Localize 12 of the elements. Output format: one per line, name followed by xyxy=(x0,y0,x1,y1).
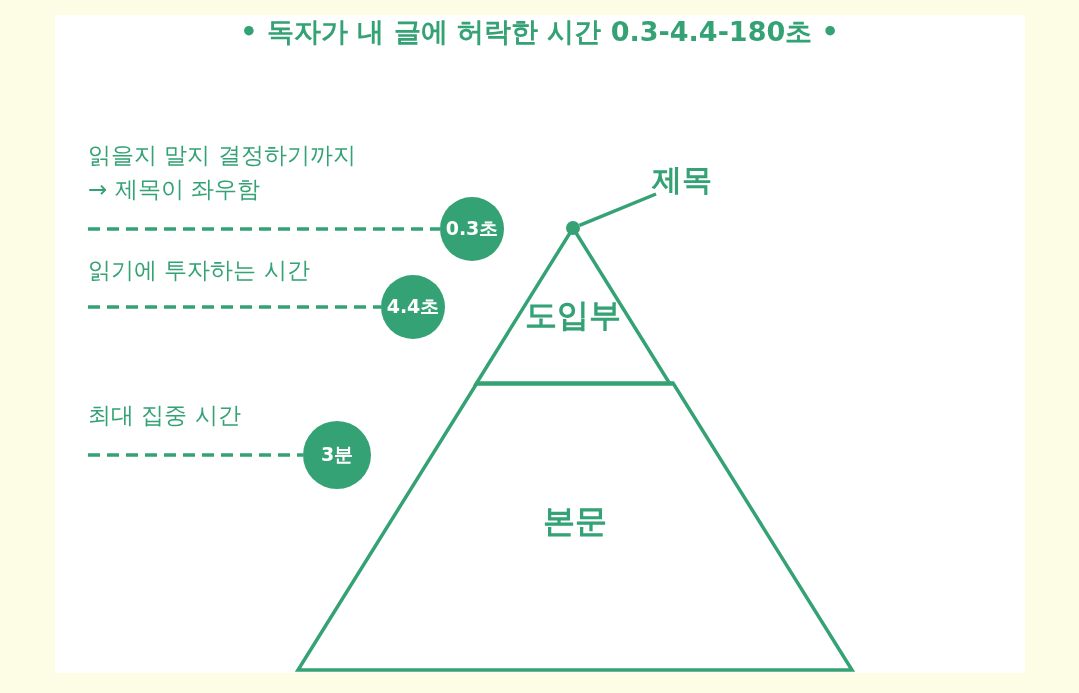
section-label: 도입부 xyxy=(524,295,622,336)
title: • 독자가 내 글에 허락한 시간 0.3-4.4-180초 • xyxy=(239,15,840,49)
section-label: 본문 xyxy=(542,501,608,542)
time-caption: 읽을지 말지 결정하기까지 → 제목이 좌우함 xyxy=(88,141,357,204)
dashed-guide-line xyxy=(88,453,303,457)
apex-label: 제목 xyxy=(652,160,712,201)
dashed-guide-line xyxy=(88,227,440,231)
leader-line xyxy=(578,192,657,227)
dashed-guide-line xyxy=(88,305,381,309)
time-caption: 읽기에 투자하는 시간 xyxy=(88,256,311,285)
time-caption: 최대 집중 시간 xyxy=(88,401,242,430)
pyramid-base-section xyxy=(296,382,854,672)
